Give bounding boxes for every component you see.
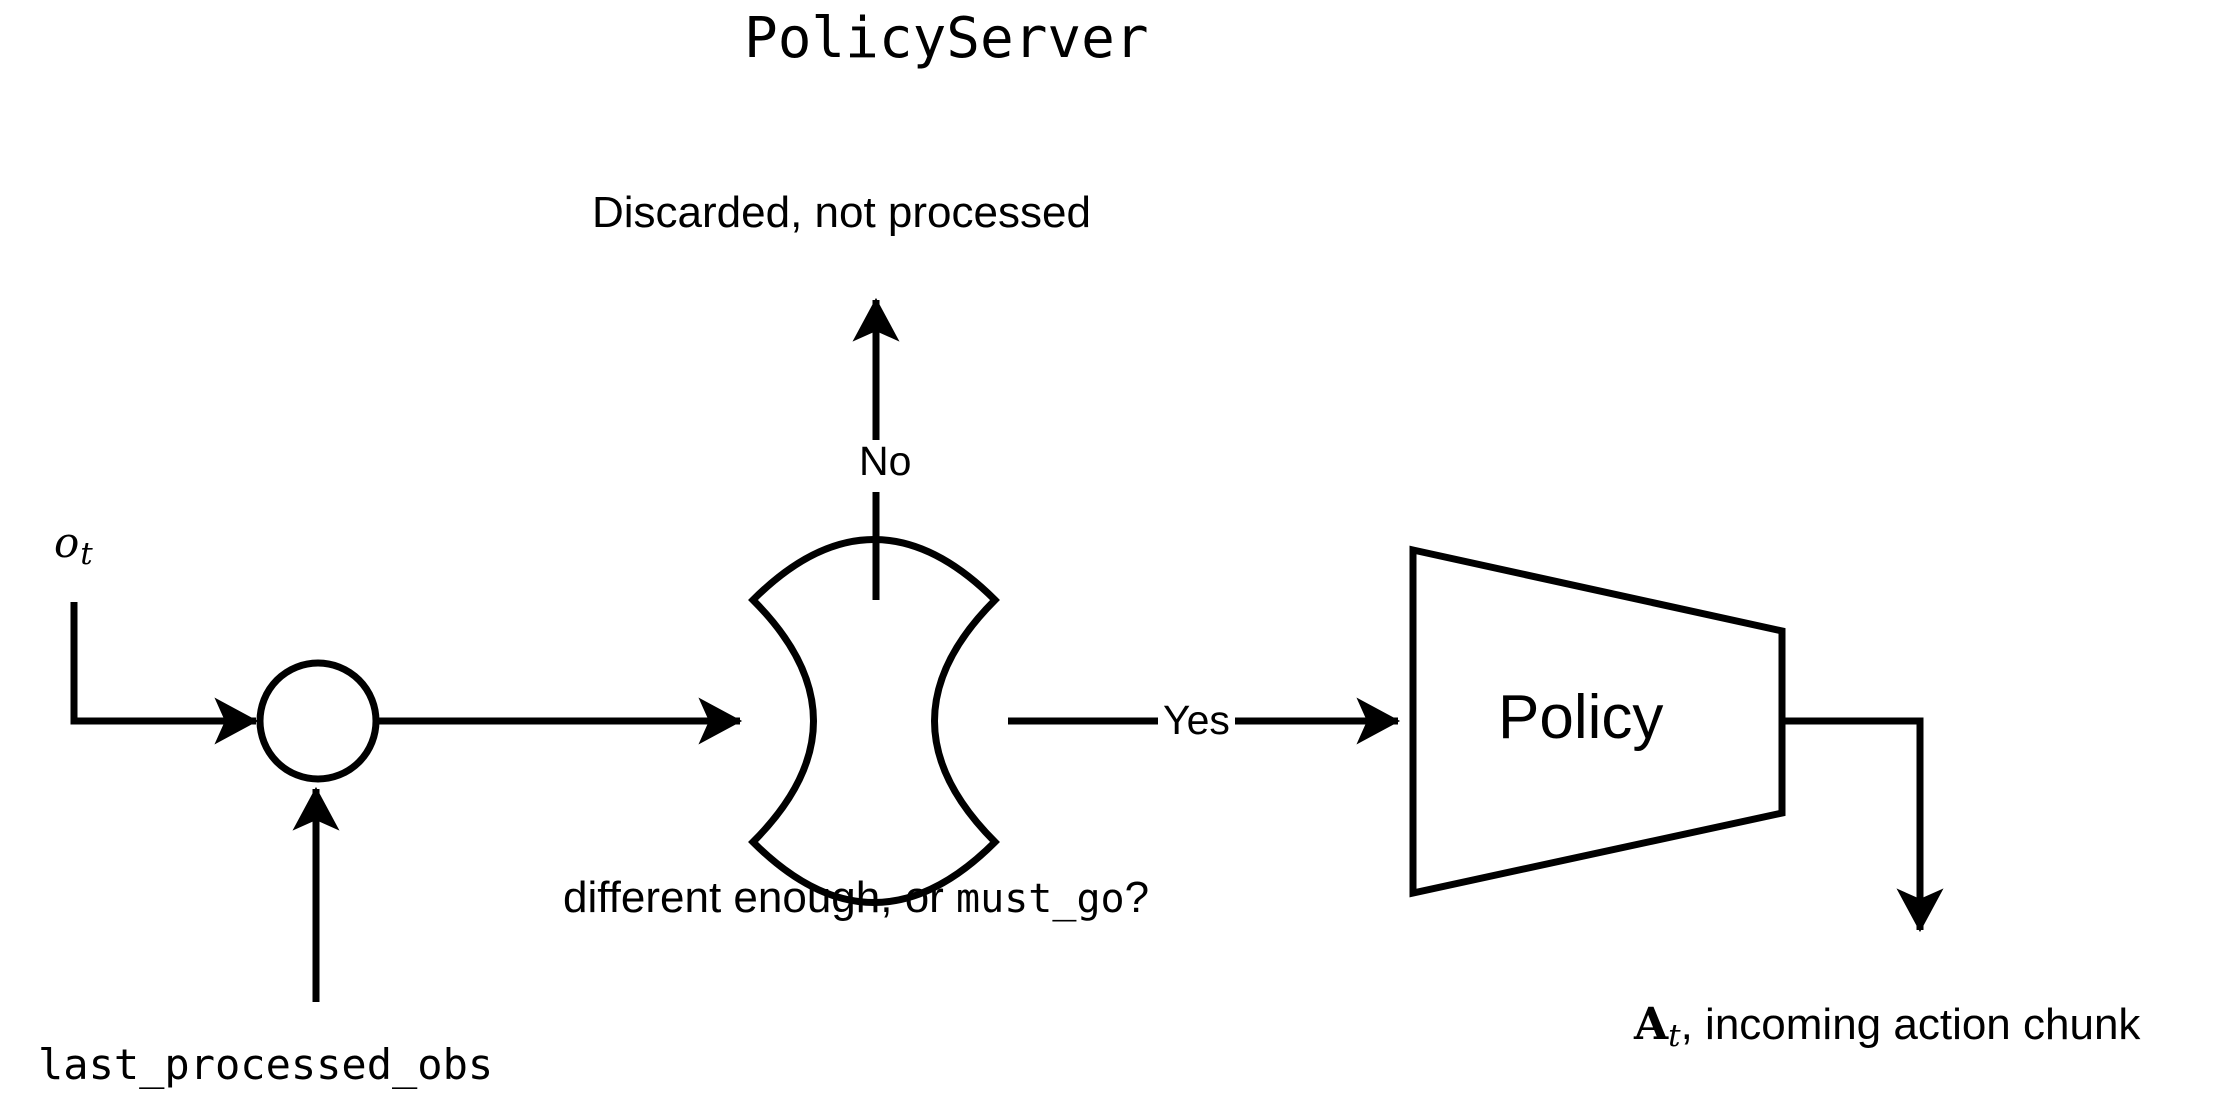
edge-policy-output: [1782, 717, 1944, 933]
observation-symbol: o: [54, 518, 80, 567]
question-suffix: ?: [1124, 873, 1150, 922]
label-discarded-not-processed: Discarded, not processed: [592, 188, 1091, 237]
action-rest: , incoming action chunk: [1680, 1000, 2141, 1049]
page-title: PolicyServer: [744, 6, 1149, 71]
decision-star: [748, 536, 1000, 906]
observation-merge-circle: [256, 659, 380, 783]
policy-node-label: Policy: [1498, 683, 1664, 752]
question-prefix: different enough, or: [563, 873, 957, 922]
label-action-chunk: At, incoming action chunk: [1634, 1003, 2140, 1052]
edge-label-yes: Yes: [1158, 700, 1235, 741]
label-decision-question: different enough, or must_go?: [563, 876, 1149, 920]
edge-label-no: No: [859, 438, 912, 484]
policy-trapezoid: [1409, 545, 1786, 898]
action-symbol: A: [1634, 999, 1669, 1050]
action-subscript: t: [1668, 1017, 1681, 1054]
question-code-must-go: must_go: [956, 876, 1125, 922]
observation-subscript: t: [80, 535, 93, 572]
label-last-processed-obs: last_processed_obs: [38, 1040, 494, 1089]
label-observation-ot: ot: [54, 522, 93, 570]
edge-observation-input: [70, 602, 259, 745]
